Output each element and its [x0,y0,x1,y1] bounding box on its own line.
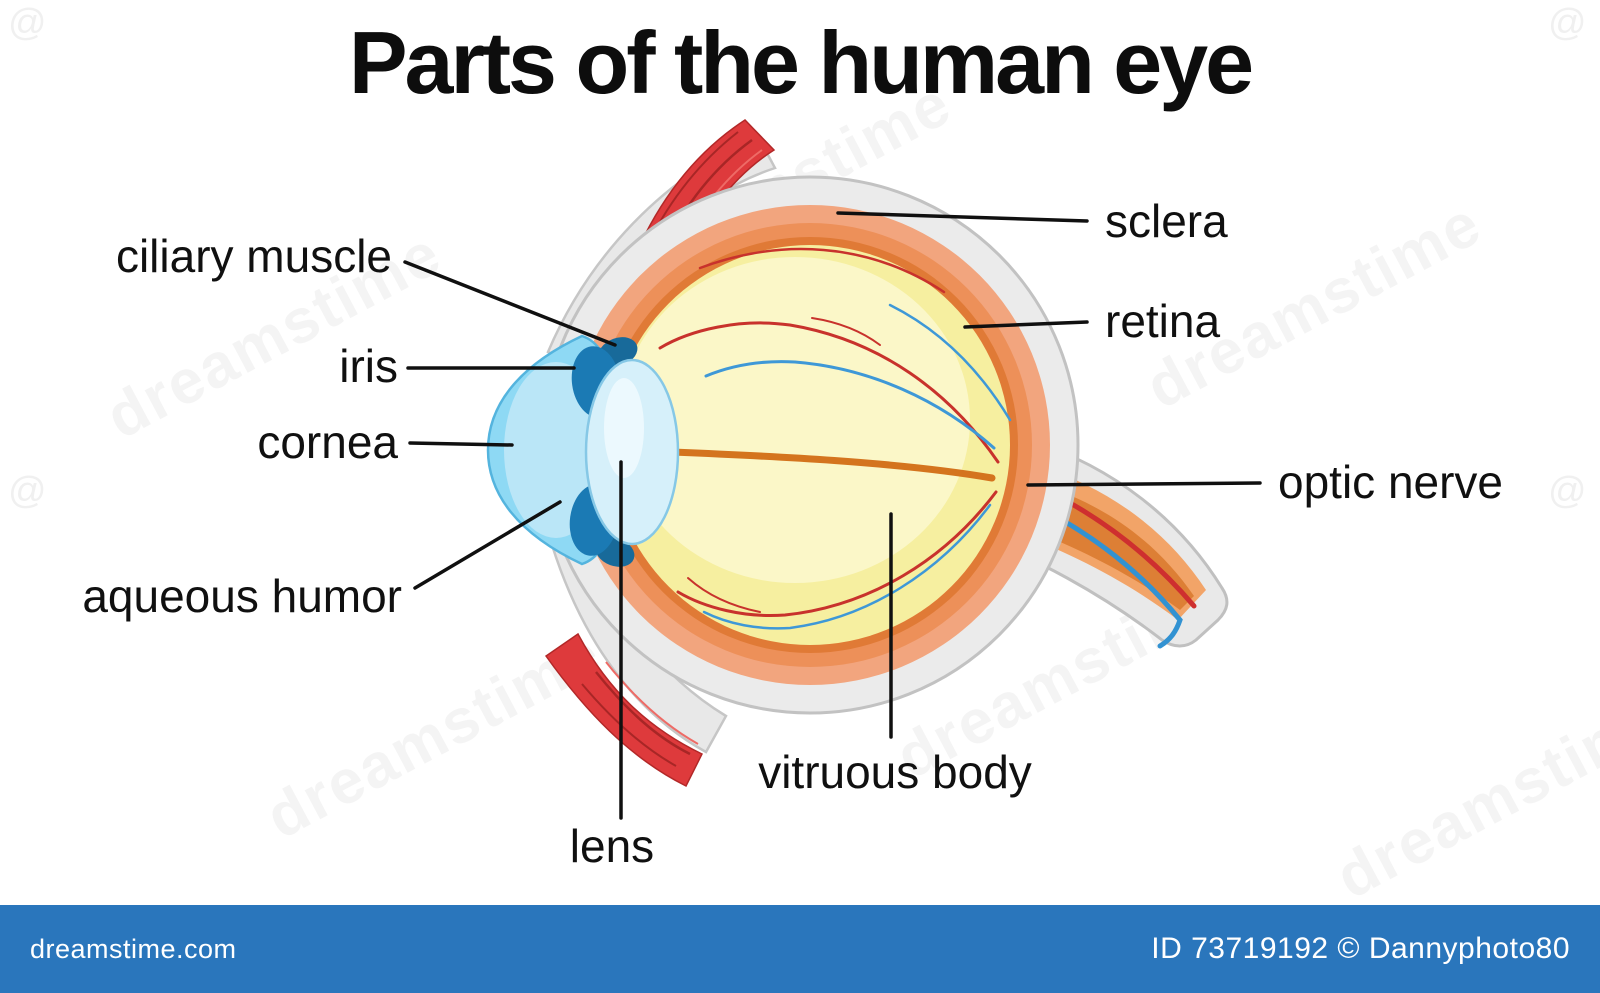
eye-muscle-bottom [544,632,704,788]
lens-highlight [604,378,644,478]
label-iris: iris [339,340,398,392]
label-ciliary-muscle: ciliary muscle [116,230,392,282]
label-vitruous-body: vitruous body [758,746,1032,798]
watermark-credit-text: ID 73719192 © Dannyphoto80 [1151,932,1570,965]
label-retina: retina [1105,295,1220,347]
leader-line-sclera [836,211,1089,223]
leader-line-ciliary-muscle [403,260,617,347]
watermark-footer-bar: dreamstime.com ID 73719192 © Dannyphoto8… [0,905,1600,993]
label-optic-nerve: optic nerve [1278,456,1503,508]
vitreous-highlight [620,257,970,583]
leader-line-aqueous-humor [413,500,562,590]
label-aqueous-humor: aqueous humor [82,570,402,622]
blood-vessels [658,247,1012,630]
label-cornea: cornea [257,416,398,468]
hyaloid-canal [668,448,996,482]
watermark-site-text: dreamstime.com [30,933,237,964]
leader-line-optic-nerve [1026,481,1262,487]
label-sclera: sclera [1105,195,1228,247]
page-title: Parts of the human eye [348,13,1254,112]
label-lens: lens [570,820,654,872]
leader-line-cornea [408,441,514,447]
leader-line-retina [963,320,1089,329]
